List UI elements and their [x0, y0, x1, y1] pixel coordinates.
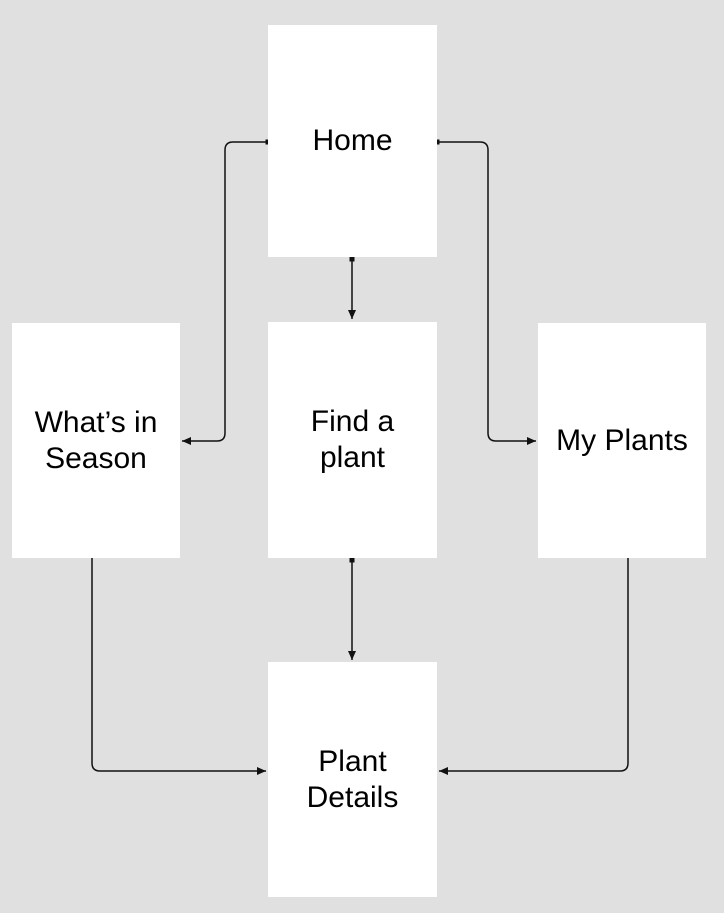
node-plant-details-label: Plant Details	[306, 744, 399, 814]
edge-my-plants-to-plant-details	[439, 558, 629, 775]
edge-home-to-my-plants	[434, 139, 536, 445]
node-find-a-plant-label: Find a plant	[310, 405, 395, 474]
node-my-plants[interactable]: My Plants	[538, 323, 706, 558]
node-whats-in-season[interactable]: What’s in Season	[12, 323, 180, 558]
edge-home-to-whats-in-season	[182, 139, 271, 445]
node-whats-in-season-label: What’s in Season	[34, 405, 158, 475]
edge-whats-in-season-to-plant-details	[91, 558, 266, 775]
node-my-plants-label: My Plants	[556, 423, 688, 457]
node-find-a-plant[interactable]: Find a plant	[268, 322, 437, 558]
node-home[interactable]: Home	[268, 25, 437, 257]
node-home-label: Home	[312, 124, 393, 157]
node-plant-details[interactable]: Plant Details	[268, 662, 437, 897]
